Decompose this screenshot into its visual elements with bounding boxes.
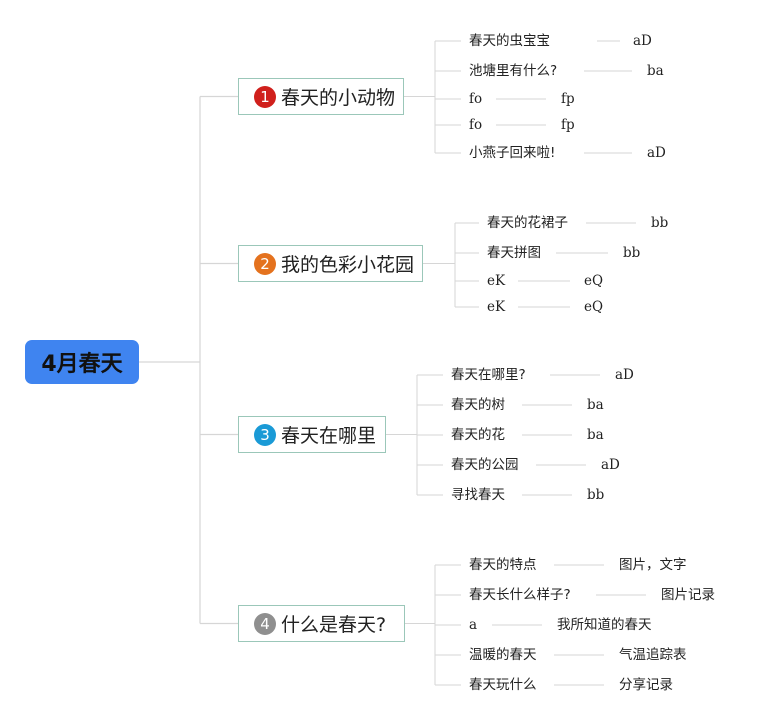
root-topic-label: 4月春天 [41,352,123,377]
subtopic-label[interactable]: 春天在哪里? [451,367,526,383]
subtopic-note[interactable]: eQ [584,273,604,289]
subtopic-label[interactable]: 春天的树 [451,397,505,413]
subtopic-label[interactable]: fo [469,117,483,133]
subtopic-label[interactable]: fo [469,91,483,107]
subtopic-label[interactable]: a [469,617,478,633]
subtopic-note[interactable]: 气温追踪表 [619,647,687,663]
subtopic-note[interactable]: 我所知道的春天 [557,617,652,633]
subtopic-note[interactable]: eQ [584,299,604,315]
subtopic-note[interactable]: bb [623,245,641,261]
subtopic-note[interactable]: 分享记录 [619,677,673,693]
branch-topic-label: 什么是春天? [281,614,387,636]
subtopic-label[interactable]: 温暖的春天 [469,647,537,663]
branch-number-badge: 4 [254,612,276,635]
subtopic-note[interactable]: ba [587,397,604,413]
subtopic-note[interactable]: ba [647,63,664,79]
subtopic-note[interactable]: ba [587,427,604,443]
subtopic-note[interactable]: 图片，文字 [619,557,687,573]
subtopic-note[interactable]: 图片记录 [661,587,715,603]
subtopic-label[interactable]: 春天的虫宝宝 [469,33,550,49]
subtopic-label[interactable]: 春天的花裙子 [487,215,568,231]
root-topic[interactable]: 4月春天 [25,340,139,384]
subtopic-label[interactable]: 春天的花 [451,427,505,443]
branch-topic-label: 春天的小动物 [281,87,396,109]
subtopic-note[interactable]: aD [633,33,652,49]
branch-number-badge: 3 [254,423,276,446]
branch-number-badge: 1 [254,85,276,108]
subtopic-label[interactable]: 池塘里有什么? [469,63,558,79]
branch-topic-label: 我的色彩小花园 [281,254,415,276]
subtopic-label[interactable]: 春天的特点 [469,557,537,573]
subtopic-label[interactable]: eK [487,273,506,289]
subtopic-note[interactable]: fp [561,91,575,107]
subtopic-note[interactable]: aD [647,145,666,161]
subtopic-note[interactable]: aD [615,367,634,383]
subtopic-label[interactable]: 春天拼图 [487,245,541,261]
subtopic-label[interactable]: eK [487,299,506,315]
subtopic-label[interactable]: 寻找春天 [451,487,505,503]
subtopic-label[interactable]: 春天玩什么 [469,677,537,693]
subtopic-note[interactable]: bb [651,215,669,231]
branch-topic-label: 春天在哪里 [281,425,377,447]
branch-number-badge: 2 [254,252,276,275]
subtopic-note[interactable]: bb [587,487,605,503]
subtopic-label[interactable]: 小燕子回来啦! [469,145,556,161]
subtopic-label[interactable]: 春天的公园 [451,457,519,473]
subtopic-label[interactable]: 春天长什么样子? [469,587,571,603]
subtopic-note[interactable]: aD [601,457,620,473]
subtopic-note[interactable]: fp [561,117,575,133]
